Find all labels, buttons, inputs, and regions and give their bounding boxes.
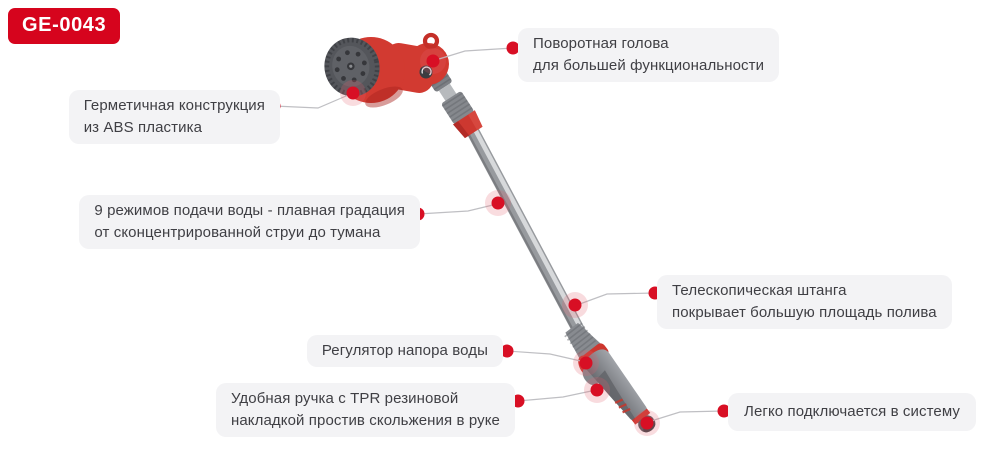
hanging-loop <box>422 32 440 50</box>
callout-text: от сконцентрированной струи до тумана <box>94 223 381 241</box>
callout-sealed-abs: Герметичная конструкция из ABS пластика <box>68 90 280 144</box>
callout-tpr-grip: Удобная ручка с TPR резиновой накладкой … <box>215 383 515 437</box>
callout-text: Поворотная голова <box>533 35 669 52</box>
dot-regulator-product <box>579 356 593 370</box>
callout-swivel-head: Поворотная голова для большей функционал… <box>518 28 780 82</box>
callout-pressure-regulator: Регулятор напора воды <box>306 335 503 367</box>
callout-text: Легко подключается в систему <box>744 403 961 420</box>
line-spray-modes <box>417 203 498 215</box>
spray-head-art <box>324 32 449 108</box>
callout-lines <box>273 47 725 423</box>
callout-easy-connect: Легко подключается в систему <box>728 393 977 431</box>
callout-text: покрывает большую площадь полива <box>672 303 937 321</box>
line-telescopic-shaft <box>576 292 656 306</box>
line-easy-connect <box>647 410 725 423</box>
callout-text: Удобная ручка с TPR резиновой <box>230 390 459 407</box>
line-sealed-abs <box>273 92 354 109</box>
line-swivel-head <box>438 47 514 60</box>
line-pressure-regulator <box>506 350 586 363</box>
callout-text: Телескопическая штанга <box>672 282 847 299</box>
callout-telescopic-shaft: Телескопическая штанга покрывает большую… <box>657 275 952 329</box>
dot-swivel-label <box>506 41 520 55</box>
callout-text: Герметичная конструкция <box>83 97 265 114</box>
callout-text: для большей функциональности <box>533 56 765 74</box>
callout-text: 9 режимов подачи воды - плавная градация <box>94 202 405 219</box>
product-code-badge: GE-0043 <box>8 8 121 44</box>
dot-connect-label <box>717 404 731 418</box>
callout-text: Регулятор напора воды <box>321 342 488 359</box>
grip-ridges <box>614 398 631 414</box>
dot-modes-product <box>491 196 505 210</box>
nozzle-holes <box>334 50 367 83</box>
spray-dial <box>324 37 380 97</box>
dot-connect-product <box>640 416 654 430</box>
callout-text: накладкой простив скольжения в руке <box>230 411 500 429</box>
callout-text: из ABS пластика <box>83 118 203 136</box>
dot-regulator-label <box>500 344 514 358</box>
dot-grip-product <box>590 383 604 397</box>
dot-shaft-product <box>568 298 582 312</box>
callout-spray-modes: 9 режимов подачи воды - плавная градация… <box>79 195 420 249</box>
line-tpr-grip <box>517 389 597 402</box>
dot-swivel-product <box>426 54 440 68</box>
dot-head-product <box>346 86 360 100</box>
